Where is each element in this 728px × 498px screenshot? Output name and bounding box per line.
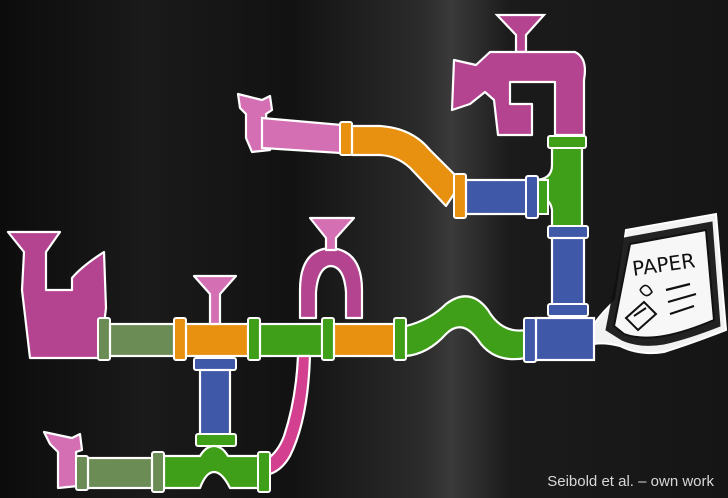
main-horizontal-pipe: [97, 317, 407, 361]
top-blue-pipe: [453, 173, 549, 219]
attribution-caption: Seibold et al. – own work: [547, 473, 714, 490]
magenta-arch-pipe: [298, 246, 364, 320]
top-left-inlet-pipe: [236, 92, 353, 156]
left-funnel-icon: [6, 230, 108, 360]
right-green-pipe: [532, 135, 587, 242]
top-funnel-icon: [494, 13, 547, 54]
top-faucet-body: [450, 50, 587, 137]
wavy-green-pipe: [404, 295, 528, 361]
bottom-left-inlet-pipe: [42, 430, 154, 491]
right-blue-pipe: [547, 225, 589, 322]
hotpink-descending-pipe: [264, 354, 312, 476]
paper-sheet-icon: PAPER: [593, 212, 728, 355]
lower-blue-pipe: [193, 357, 237, 447]
right-junction-pipe: [523, 316, 596, 363]
middle-funnel-icon: [192, 274, 238, 326]
arch-funnel-icon: [308, 216, 356, 252]
lower-green-junction: [151, 444, 271, 493]
top-orange-bend: [350, 124, 464, 208]
